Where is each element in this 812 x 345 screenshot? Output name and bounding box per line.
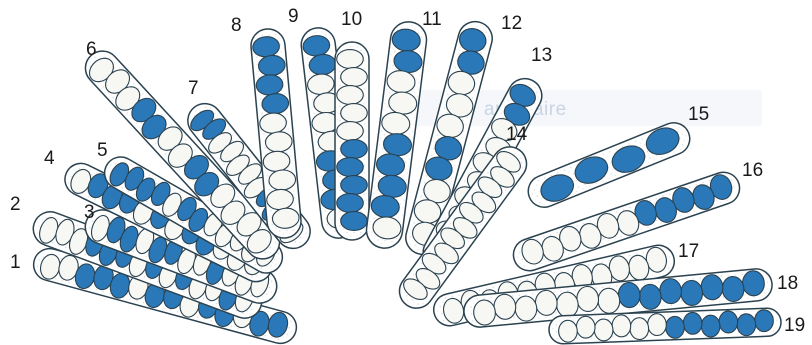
light-ascospore bbox=[337, 50, 364, 69]
ascus-label-9: 9 bbox=[288, 6, 299, 27]
ascus-label-8: 8 bbox=[231, 15, 242, 36]
ascus-label-2: 2 bbox=[10, 194, 21, 215]
light-ascospore bbox=[337, 122, 364, 141]
dark-ascospore bbox=[337, 194, 364, 213]
ascus-label-6: 6 bbox=[86, 39, 97, 60]
ascus-label-16: 16 bbox=[742, 160, 763, 181]
dark-ascospore bbox=[337, 158, 364, 177]
light-ascospore bbox=[630, 317, 649, 339]
dark-ascospore bbox=[754, 309, 773, 331]
dark-ascospore bbox=[683, 312, 702, 334]
ascus-label-15: 15 bbox=[688, 104, 709, 125]
ascus-label-1: 1 bbox=[10, 252, 21, 273]
dark-ascospore bbox=[737, 314, 756, 336]
ascus-label-17: 17 bbox=[678, 241, 699, 262]
light-ascospore bbox=[341, 104, 368, 123]
dark-ascospore bbox=[665, 316, 684, 338]
light-ascospore bbox=[337, 86, 364, 105]
dark-ascospore bbox=[719, 311, 738, 333]
light-ascospore bbox=[576, 316, 595, 338]
ascus-label-3: 3 bbox=[84, 202, 95, 223]
ascus-label-18: 18 bbox=[777, 273, 798, 294]
light-ascospore bbox=[612, 315, 631, 337]
dark-ascospore bbox=[701, 315, 720, 337]
ascus-label-19: 19 bbox=[784, 315, 805, 336]
ascus-label-13: 13 bbox=[531, 45, 552, 66]
light-ascospore bbox=[341, 68, 368, 87]
ascus-label-12: 12 bbox=[501, 13, 522, 34]
ascus-label-14: 14 bbox=[506, 124, 528, 145]
ascus-label-4: 4 bbox=[44, 148, 55, 169]
light-ascospore bbox=[558, 320, 577, 342]
dark-ascospore bbox=[341, 212, 368, 231]
dark-ascospore bbox=[341, 176, 368, 195]
ascus-label-10: 10 bbox=[341, 9, 362, 30]
dark-ascospore bbox=[341, 140, 368, 159]
ascus-label-11: 11 bbox=[422, 9, 442, 30]
ascus-label-7: 7 bbox=[188, 78, 199, 99]
light-ascospore bbox=[594, 319, 613, 341]
ascus-10 bbox=[335, 42, 369, 240]
ascus-label-5: 5 bbox=[97, 140, 108, 161]
light-ascospore bbox=[647, 313, 666, 335]
